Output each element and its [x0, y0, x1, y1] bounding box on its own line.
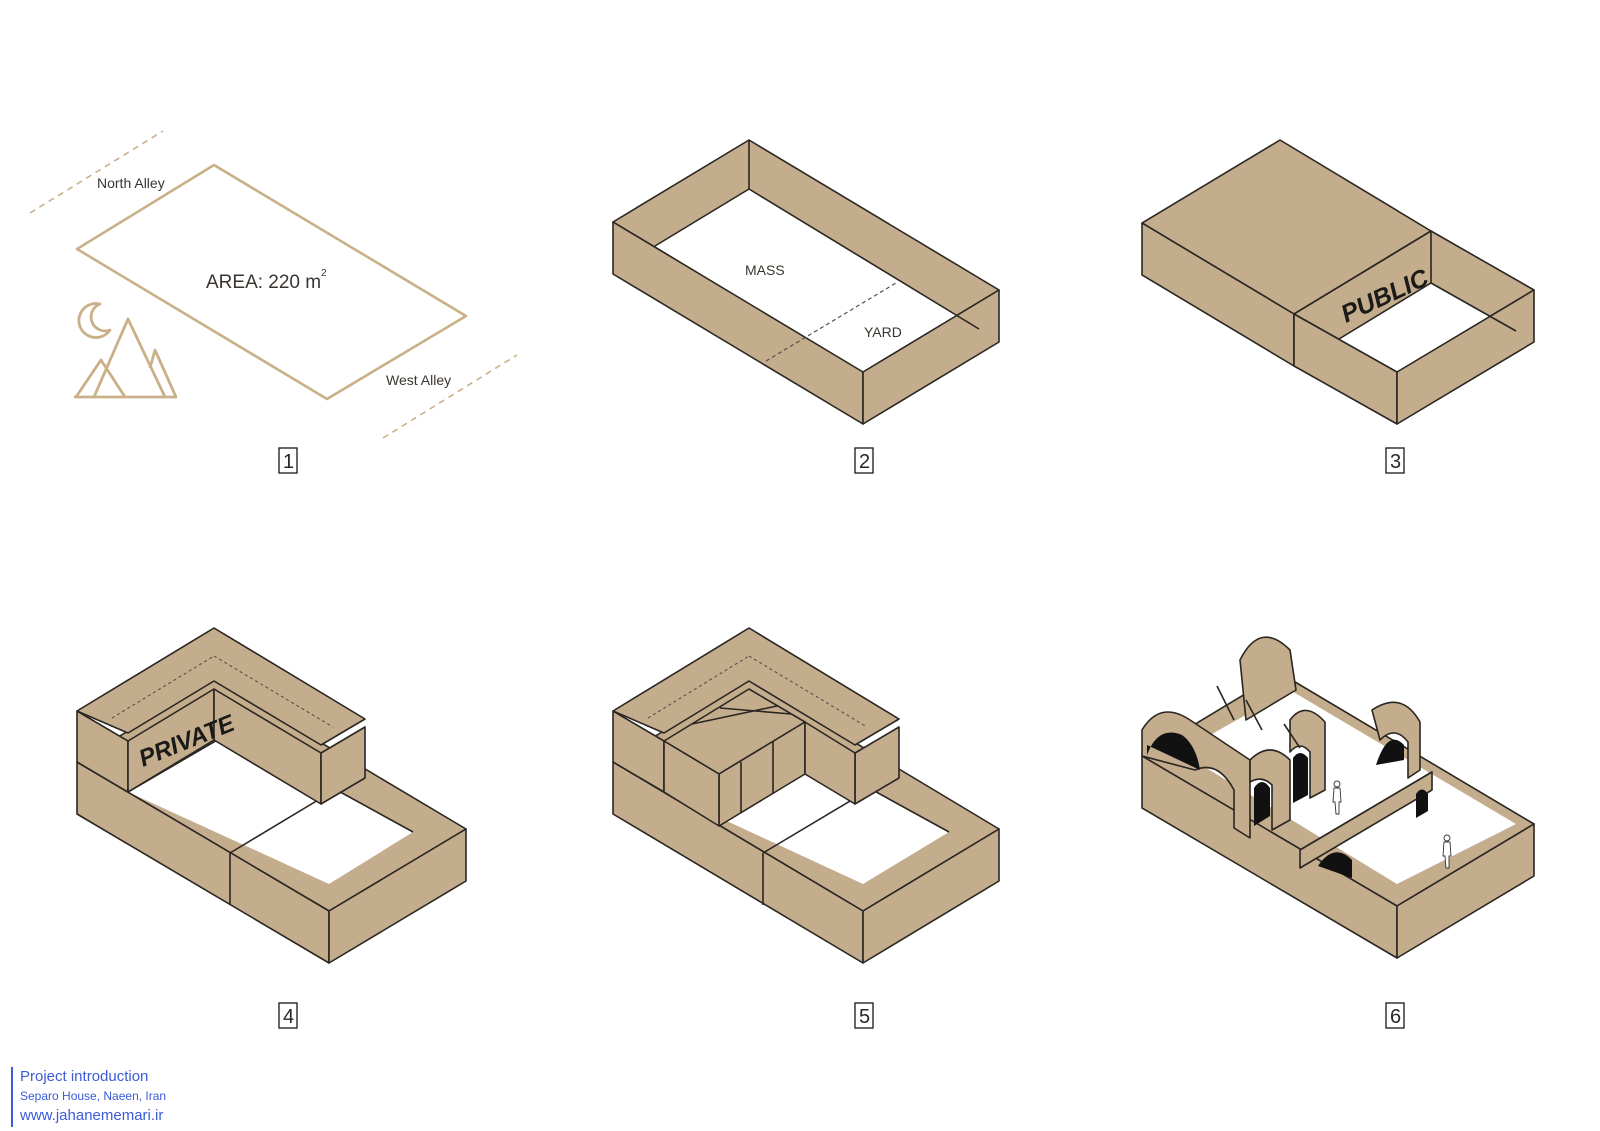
step-number-3: 3	[1385, 447, 1405, 474]
step-number-5: 5	[854, 1002, 874, 1029]
area-label: AREA: 220 m	[206, 272, 321, 293]
human-figure-icon	[1332, 780, 1342, 815]
mountains-icon	[74, 317, 178, 399]
north-alley-label: North Alley	[97, 175, 165, 191]
mass-yard-divider	[765, 282, 897, 362]
rooms-circulation-arrow-b	[748, 655, 868, 728]
private-circulation-arrow-b	[213, 655, 334, 728]
credits-title: Project introduction	[20, 1068, 149, 1085]
west-alley-label: West Alley	[386, 372, 451, 388]
west-alley-line	[382, 354, 518, 439]
rooms-circulation-arrow	[647, 655, 750, 719]
diagram-1-site: North Alley West Alley AREA: 220 m 2	[29, 130, 518, 439]
svg-text:3: 3	[1390, 451, 1401, 473]
diagram-4-private: PRIVATE	[76, 627, 467, 964]
svg-text:2: 2	[859, 451, 870, 473]
diagram-6-vaults	[1141, 636, 1535, 959]
svg-text:1: 1	[283, 451, 294, 473]
svg-text:6: 6	[1390, 1006, 1401, 1028]
crescent-moon-icon	[77, 302, 112, 339]
diagram-2-mass-yard: MASS YARD	[612, 139, 1000, 425]
credits-subtitle: Separo House, Naeen, Iran	[20, 1089, 167, 1103]
north-alley-line	[29, 130, 164, 214]
svg-text:4: 4	[283, 1006, 294, 1028]
mass-label: MASS	[745, 262, 785, 278]
project-credits: Project introduction Separo House, Naeen…	[11, 1067, 166, 1127]
step-number-1: 1	[278, 447, 298, 474]
diagram-3-public: PUBLIC	[1141, 139, 1535, 425]
human-figure-icon-2	[1442, 834, 1452, 869]
step-number-2: 2	[854, 447, 874, 474]
private-circulation-arrow	[111, 655, 215, 719]
site-outline	[75, 163, 468, 401]
step-number-6: 6	[1385, 1002, 1405, 1029]
yard-label: YARD	[864, 324, 902, 340]
step-number-4: 4	[278, 1002, 298, 1029]
diagram-5-rooms	[612, 627, 1000, 964]
svg-text:5: 5	[859, 1006, 870, 1028]
area-superscript: 2	[321, 268, 327, 279]
credits-url[interactable]: www.jahanememari.ir	[20, 1107, 164, 1124]
